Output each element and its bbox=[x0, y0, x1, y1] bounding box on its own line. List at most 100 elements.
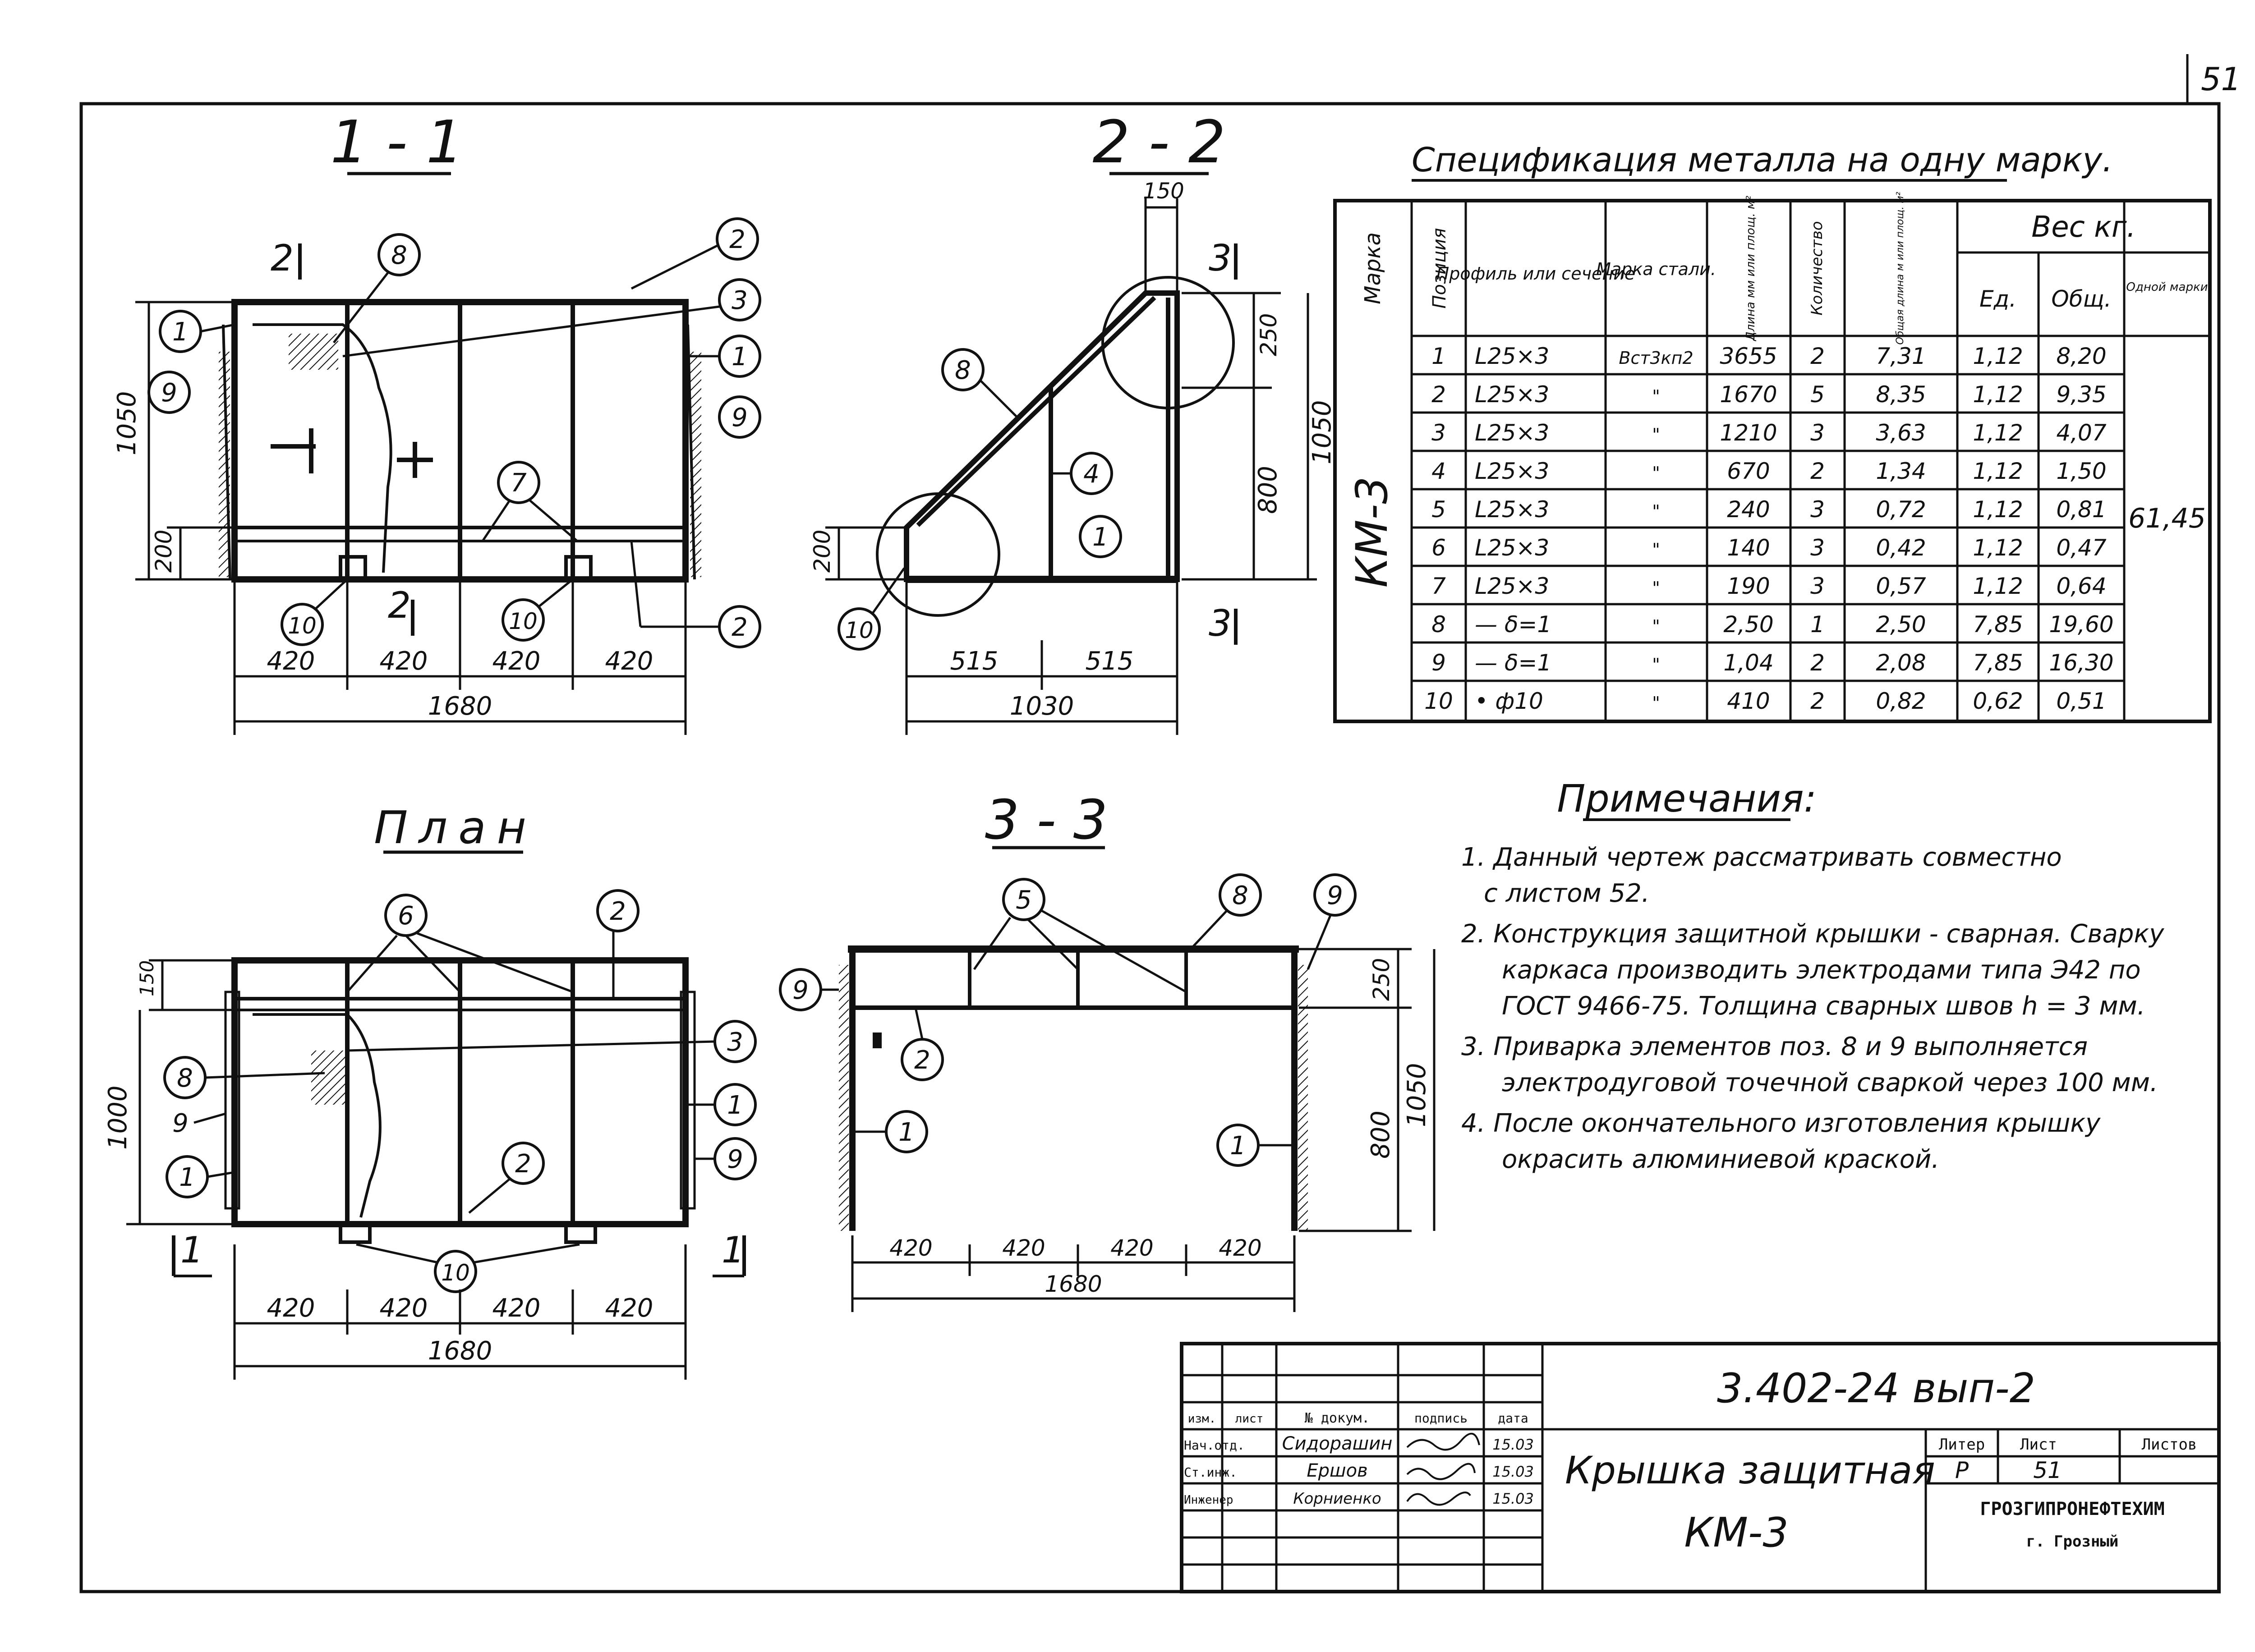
notes: Примечания: 1. Данный чертеж рассматрива… bbox=[1461, 776, 2164, 1174]
spec-cell-qty: 3 bbox=[1810, 496, 1825, 523]
spec-cell-unit: 1,12 bbox=[1973, 573, 2023, 599]
spec-cell-pos: 5 bbox=[1431, 496, 1446, 523]
spec-cell-length: 1210 bbox=[1720, 420, 1777, 446]
svg-text:3: 3 bbox=[727, 1028, 743, 1057]
cut-mark-3-bottom: 3 bbox=[1209, 602, 1232, 644]
hdr-position: Позиция bbox=[1429, 228, 1450, 308]
svg-text:10: 10 bbox=[441, 1260, 470, 1286]
spec-cell-profile: L25×3 bbox=[1475, 458, 1549, 484]
dim-mid: 800 bbox=[1253, 466, 1283, 514]
view-title-plan: План bbox=[374, 801, 537, 854]
dim-lower: 200 bbox=[151, 530, 177, 573]
signature-1 bbox=[1406, 1432, 1480, 1451]
spec-cell-pos: 10 bbox=[1424, 688, 1453, 714]
spec-cell-total: 0,51 bbox=[2056, 688, 2106, 714]
col-hdr-doc: № докум. bbox=[1305, 1410, 1370, 1426]
spec-cell-length: 670 bbox=[1727, 458, 1770, 484]
dim-height: 1050 bbox=[1307, 400, 1337, 464]
spec-cell-profile: L25×3 bbox=[1475, 381, 1549, 408]
spec-cell-length: 1670 bbox=[1720, 381, 1777, 408]
dim-total: 1680 bbox=[428, 692, 492, 721]
svg-text:1: 1 bbox=[179, 1163, 195, 1192]
spec-marka-value: КМ-3 bbox=[1347, 477, 1397, 588]
dim-lower: 200 bbox=[809, 530, 835, 573]
svg-text:1: 1 bbox=[732, 342, 748, 372]
spec-cell-total-len: 0,82 bbox=[1876, 688, 1926, 714]
role-2: Ст.инж. bbox=[1184, 1465, 1237, 1480]
svg-text:4: 4 bbox=[1083, 459, 1100, 489]
svg-text:8: 8 bbox=[955, 356, 971, 385]
notes-title: Примечания: bbox=[1557, 776, 1817, 821]
callout-2-top: 2 bbox=[596, 889, 640, 999]
spec-cell-pos: 2 bbox=[1431, 381, 1446, 408]
callout-10: 10 bbox=[838, 567, 906, 651]
svg-text:6: 6 bbox=[398, 901, 414, 931]
spec-cell-unit: 0,62 bbox=[1973, 688, 2023, 714]
spec-cell-total-len: 2,08 bbox=[1876, 650, 1926, 676]
svg-text:8: 8 bbox=[1232, 881, 1248, 910]
note-line-3: 2. Конструкция защитной крышки - сварная… bbox=[1461, 919, 2164, 949]
cut-mark-2-top: 2 bbox=[271, 237, 294, 279]
stage-value: Р bbox=[1955, 1457, 1969, 1483]
spec-cell-pos: 4 bbox=[1431, 458, 1446, 484]
spec-cell-pos: 3 bbox=[1431, 420, 1446, 446]
spec-cell-unit: 1,12 bbox=[1973, 496, 2023, 523]
spec-cell-profile: — δ=1 bbox=[1475, 650, 1551, 676]
hdr-steel: Марка стали. bbox=[1596, 259, 1716, 279]
col-hdr-date: дата bbox=[1498, 1411, 1528, 1426]
callout-1-right: 1 bbox=[686, 1083, 757, 1126]
callout-1: 1 bbox=[1079, 515, 1122, 558]
note-line-1: 1. Данный чертеж рассматривать совместно bbox=[1461, 843, 2062, 872]
hdr-qty: Количество bbox=[1808, 221, 1826, 315]
svg-text:2: 2 bbox=[729, 225, 746, 254]
spec-cell-total-len: 0,57 bbox=[1876, 573, 1926, 599]
cut-mark-3-top: 3 bbox=[1209, 237, 1232, 279]
spec-cell-steel: " bbox=[1652, 501, 1660, 521]
spec-cell-unit: 1,12 bbox=[1973, 381, 2023, 408]
view-section-3-3: 3 - 3 250 1050 800 420 420 420 420 1680 … bbox=[779, 789, 1436, 1312]
callout-4: 4 bbox=[1051, 452, 1113, 495]
sheet-number: 51 bbox=[2201, 61, 2241, 98]
role-1: Нач.отд. bbox=[1184, 1438, 1245, 1453]
callout-1-right: 1 bbox=[1216, 1124, 1294, 1167]
spec-cell-total: 4,07 bbox=[2056, 420, 2107, 446]
spec-cell-steel: " bbox=[1652, 540, 1660, 560]
signature-2 bbox=[1406, 1463, 1476, 1480]
svg-text:1: 1 bbox=[172, 317, 189, 347]
note-line-4: каркаса производить электродами типа Э42… bbox=[1502, 955, 2141, 985]
svg-text:2: 2 bbox=[610, 897, 626, 926]
spec-cell-unit: 7,85 bbox=[1973, 650, 2023, 676]
spec-cell-profile: L25×3 bbox=[1475, 573, 1549, 599]
col-hdr-list: лист bbox=[1235, 1412, 1264, 1426]
spec-cell-qty: 2 bbox=[1810, 343, 1825, 369]
callout-1-right: 1 bbox=[686, 335, 761, 378]
sheet-value: 51 bbox=[2033, 1457, 2062, 1483]
svg-text:10: 10 bbox=[288, 613, 317, 639]
spec-per-mark-value: 61,45 bbox=[2128, 503, 2206, 534]
spec-cell-total: 0,81 bbox=[2056, 496, 2106, 523]
note-line-8: 4. После окончательного изготовления кры… bbox=[1461, 1109, 2101, 1138]
spec-cell-total: 8,20 bbox=[2056, 343, 2106, 369]
cut-mark-1-right: 1 bbox=[722, 1229, 745, 1271]
hdr-weight: Вес кг. bbox=[2031, 211, 2135, 244]
svg-text:2: 2 bbox=[914, 1046, 930, 1075]
dim-mid: 800 bbox=[1366, 1111, 1395, 1159]
hdr-total: Общ. bbox=[2051, 286, 2111, 312]
hdr-unit: Ед. bbox=[1979, 286, 2016, 312]
date-2: 15.03 bbox=[1492, 1463, 1534, 1480]
dim-height: 1000 bbox=[103, 1085, 133, 1150]
spec-cell-steel: " bbox=[1652, 386, 1660, 406]
svg-text:1: 1 bbox=[727, 1091, 743, 1120]
sheet-header: Лист bbox=[2020, 1436, 2057, 1454]
title-block: 3.402-24 вып-2 изм. лист № докум. подпис… bbox=[1180, 1342, 2221, 1593]
spec-cell-length: 410 bbox=[1727, 688, 1770, 714]
callout-9-right: 9 bbox=[695, 1137, 757, 1180]
callout-7: 7 bbox=[481, 461, 578, 542]
sheets-header: Листов bbox=[2142, 1436, 2197, 1454]
signature-3 bbox=[1406, 1491, 1471, 1506]
spec-cell-total: 9,35 bbox=[2056, 381, 2106, 408]
